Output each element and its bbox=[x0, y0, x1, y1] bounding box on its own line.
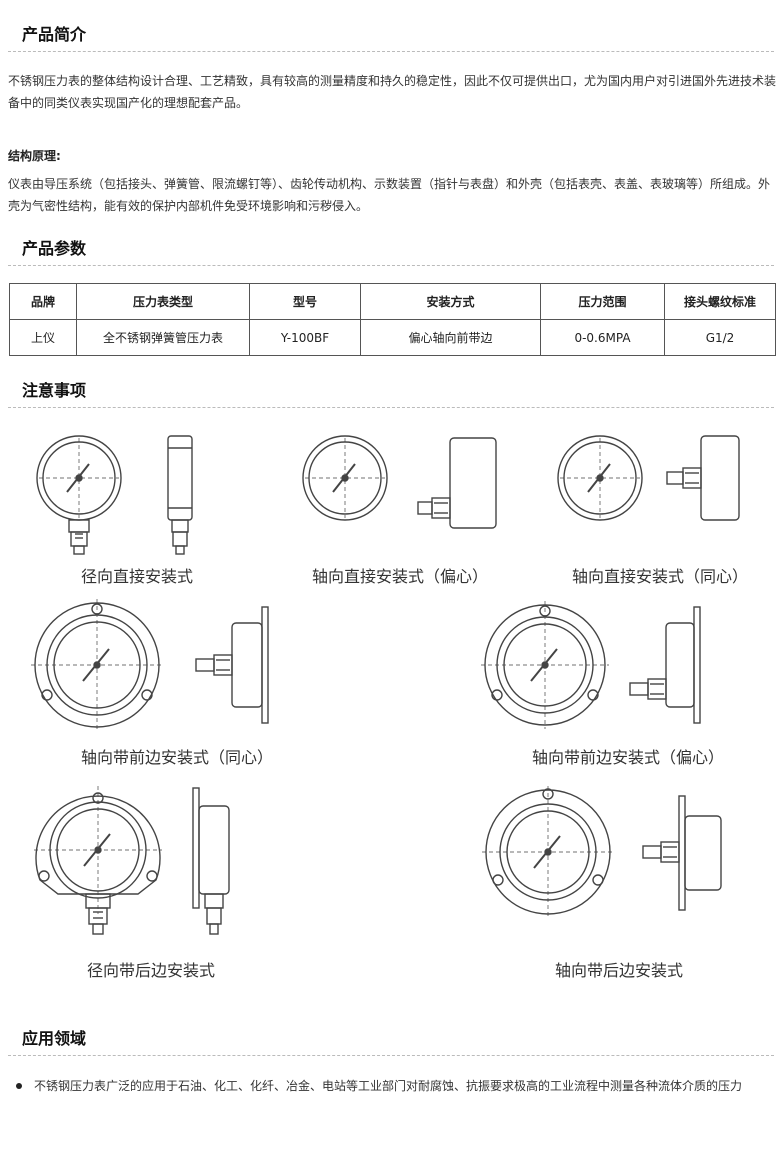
gauge-side-axial-front-flange-eccentric bbox=[629, 606, 701, 724]
gauge-side-axial-rear-flange bbox=[642, 795, 722, 911]
table-cell: 偏心轴向前带边 bbox=[360, 319, 541, 356]
table-header-row: 品牌 压力表类型 型号 安装方式 压力范围 接头螺纹标准 bbox=[9, 283, 776, 320]
bullet-icon bbox=[16, 1083, 22, 1089]
table-header: 型号 bbox=[249, 283, 361, 320]
table-cell: G1/2 bbox=[664, 319, 776, 356]
caption-axial-direct-eccentric: 轴向直接安装式（偏心） bbox=[312, 567, 488, 586]
table-row: 上仪 全不锈钢弹簧管压力表 Y-100BF 偏心轴向前带边 0-0.6MPA G… bbox=[9, 319, 776, 356]
principle-title: 结构原理: bbox=[8, 149, 61, 163]
table-cell: Y-100BF bbox=[249, 319, 361, 356]
application-text: 不锈钢压力表广泛的应用于石油、化工、化纤、冶金、电站等工业部门对耐腐蚀、抗振要求… bbox=[34, 1079, 743, 1093]
table-header: 品牌 bbox=[9, 283, 77, 320]
caption-axial-front-flange-eccentric: 轴向带前边安装式（偏心） bbox=[532, 748, 724, 767]
gauge-front-axial-direct-eccentric bbox=[302, 435, 388, 521]
section-title-application: 应用领域 bbox=[8, 1026, 774, 1056]
gauge-front-axial-front-flange-eccentric bbox=[481, 601, 609, 729]
gauge-side-axial-direct-concentric bbox=[666, 435, 740, 521]
table-cell: 全不锈钢弹簧管压力表 bbox=[76, 319, 250, 356]
caption-axial-rear-flange: 轴向带后边安装式 bbox=[555, 961, 683, 980]
table-header: 接头螺纹标准 bbox=[664, 283, 776, 320]
list-item: 不锈钢压力表广泛的应用于石油、化工、化纤、冶金、电站等工业部门对耐腐蚀、抗振要求… bbox=[14, 1076, 774, 1096]
table-header: 安装方式 bbox=[360, 283, 541, 320]
installation-diagrams: 径向直接安装式 轴向直接安装式（偏心） 轴向直接安装式（同心） bbox=[0, 420, 776, 1000]
caption-axial-direct-concentric: 轴向直接安装式（同心） bbox=[572, 567, 748, 586]
gauge-side-radial-direct bbox=[167, 435, 193, 555]
table-header: 压力范围 bbox=[540, 283, 665, 320]
gauge-front-axial-rear-flange bbox=[482, 786, 614, 918]
caption-radial-rear-flange: 径向带后边安装式 bbox=[87, 961, 215, 980]
section-title-notes: 注意事项 bbox=[8, 378, 774, 408]
gauge-front-axial-front-flange-concentric bbox=[31, 599, 163, 731]
table-cell: 0-0.6MPA bbox=[540, 319, 665, 356]
gauge-side-axial-direct-eccentric bbox=[417, 437, 497, 529]
gauge-front-axial-direct-concentric bbox=[557, 435, 643, 521]
gauge-front-radial-rear-flange bbox=[34, 786, 162, 935]
caption-radial-direct: 径向直接安装式 bbox=[81, 567, 193, 586]
section-title-intro: 产品简介 bbox=[8, 22, 774, 52]
intro-text: 不锈钢压力表的整体结构设计合理、工艺精致，具有较高的测量精度和持久的稳定性，因此… bbox=[8, 74, 776, 110]
section-title-params: 产品参数 bbox=[8, 236, 774, 266]
gauge-side-radial-rear-flange bbox=[192, 787, 230, 935]
table-header: 压力表类型 bbox=[76, 283, 250, 320]
gauge-front-radial-direct bbox=[36, 435, 122, 555]
gauge-side-axial-front-flange-concentric bbox=[195, 606, 269, 724]
caption-axial-front-flange-concentric: 轴向带前边安装式（同心） bbox=[81, 748, 273, 767]
principle-text: 仪表由导压系统（包括接头、弹簧管、限流螺钉等）、齿轮传动机构、示数装置（指针与表… bbox=[8, 177, 771, 213]
params-table: 品牌 压力表类型 型号 安装方式 压力范围 接头螺纹标准 上仪 全不锈钢弹簧管压… bbox=[9, 283, 776, 356]
table-cell: 上仪 bbox=[9, 319, 77, 356]
